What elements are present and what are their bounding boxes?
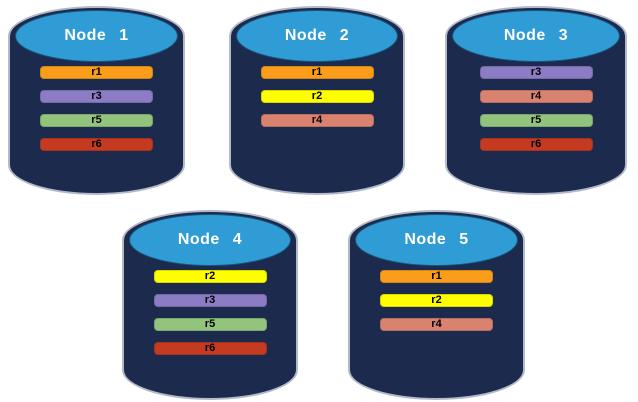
cylinder-top-ellipse: Node 2	[236, 10, 398, 62]
replica-bar: r5	[153, 318, 267, 331]
replica-bar: r6	[479, 138, 593, 151]
replica-list: r3 r4 r5 r6	[445, 66, 627, 151]
replica-bar: r2	[380, 294, 493, 307]
replica-bar: r5	[40, 114, 153, 127]
cylinder-top-ellipse: Node 5	[355, 214, 518, 266]
replica-bar: r1	[380, 270, 493, 283]
replica-bar: r4	[479, 90, 593, 103]
replica-bar: r4	[260, 114, 374, 127]
replica-bar: r6	[153, 342, 267, 355]
cylinder-top-ellipse: Node 4	[129, 214, 291, 266]
replica-bar: r3	[479, 66, 593, 79]
cylinder-top-ellipse: Node 1	[15, 10, 178, 62]
node-title: Node 5	[404, 231, 469, 248]
replica-list: r1 r3 r5 r6	[8, 66, 185, 151]
replica-bar: r1	[40, 66, 153, 79]
replica-bar: r6	[40, 138, 153, 151]
node-2-cylinder: Node 2 r1 r2 r4	[229, 6, 405, 195]
node-title: Node 2	[284, 27, 350, 44]
node-1-cylinder: Node 1 r1 r3 r5 r6	[8, 6, 185, 195]
replica-bar: r5	[479, 114, 593, 127]
node-title: Node 4	[177, 231, 243, 248]
replica-list: r2 r3 r5 r6	[122, 270, 298, 355]
replica-list: r1 r2 r4	[229, 66, 405, 127]
node-title: Node 3	[503, 27, 569, 44]
cylinder-top-ellipse: Node 3	[452, 10, 620, 62]
replica-bar: r2	[260, 90, 374, 103]
replica-bar: r3	[40, 90, 153, 103]
replica-bar: r1	[260, 66, 374, 79]
node-title: Node 1	[64, 27, 129, 44]
node-5-cylinder: Node 5 r1 r2 r4	[348, 210, 525, 400]
replica-bar: r3	[153, 294, 267, 307]
replica-bar: r4	[380, 318, 493, 331]
node-4-cylinder: Node 4 r2 r3 r5 r6	[122, 210, 298, 400]
replica-bar: r2	[153, 270, 267, 283]
node-3-cylinder: Node 3 r3 r4 r5 r6	[445, 6, 627, 195]
replica-list: r1 r2 r4	[348, 270, 525, 331]
